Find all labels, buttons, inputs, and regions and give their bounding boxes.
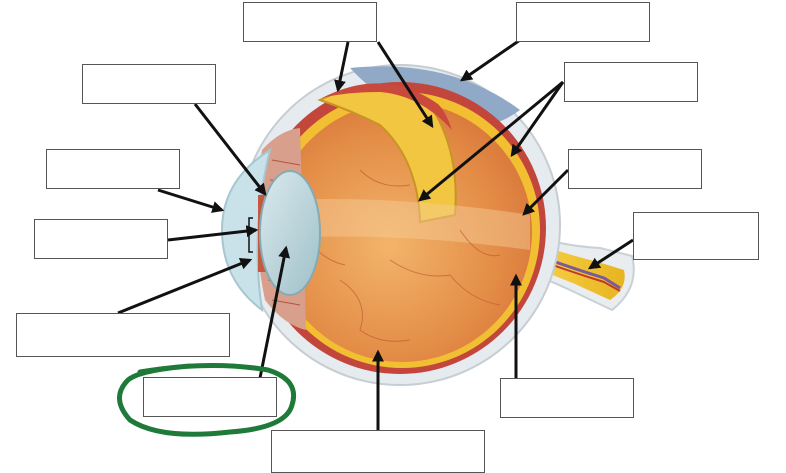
label-box-right-mid[interactable]: [568, 149, 702, 189]
arrow-left-mid: [157, 188, 225, 213]
label-box-bottom-left[interactable]: [16, 313, 230, 357]
arrow-left-lower: [167, 225, 259, 242]
arrow-right-upper-b: [510, 81, 565, 157]
lens: [259, 170, 321, 296]
label-box-optic-right[interactable]: [633, 212, 759, 260]
arrow-right-mid: [522, 168, 570, 216]
label-box-bottom-center[interactable]: [271, 430, 485, 473]
label-box-left-lower[interactable]: [34, 219, 168, 259]
label-box-top-center[interactable]: [243, 2, 377, 42]
arrow-circled: [258, 245, 291, 379]
label-box-left-mid[interactable]: [46, 149, 180, 189]
arrow-upper-left: [193, 103, 267, 196]
label-box-upper-left[interactable]: [82, 64, 216, 104]
vitreous-body: [272, 102, 532, 362]
arrow-top-center-a: [334, 41, 350, 93]
label-box-circled[interactable]: [143, 377, 277, 417]
label-box-right-upper[interactable]: [564, 62, 698, 102]
choroid-flap: [322, 83, 452, 130]
arrow-bottom-left: [117, 258, 253, 315]
highlight-circle: [117, 362, 296, 437]
vitreous-band: [280, 199, 530, 250]
arrow-right-upper-a: [418, 80, 564, 202]
arrow-top-right: [460, 38, 521, 82]
arrow-optic-right: [587, 238, 634, 270]
label-box-top-right[interactable]: [516, 2, 650, 42]
pointer-arrows: [117, 38, 634, 430]
arrow-top-center-b: [376, 41, 434, 129]
label-box-bottom-right[interactable]: [500, 378, 634, 418]
retinal-vessels: [299, 169, 501, 342]
